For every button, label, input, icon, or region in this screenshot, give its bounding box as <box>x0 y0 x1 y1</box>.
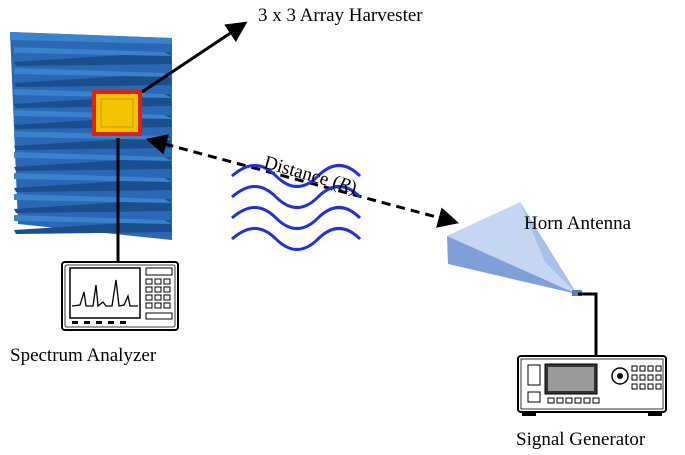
analyzer-keypad-button <box>145 294 153 301</box>
analyzer-keypad-button <box>163 278 171 285</box>
horn-antenna-label: Horn Antenna <box>524 213 632 234</box>
anechoic-absorber-icon <box>10 32 172 240</box>
analyzer-keypad-button <box>154 294 162 301</box>
analyzer-panel-button <box>145 312 173 320</box>
em-wave-icon <box>231 164 362 251</box>
signal-generator-icon <box>517 355 667 416</box>
analyzer-keypad-button <box>163 294 171 301</box>
generator-softkey-button <box>592 397 600 404</box>
absorber-spike-shadow <box>14 136 172 150</box>
harvester-label: 3 x 3 Array Harvester <box>258 5 423 26</box>
analyzer-keypad-button <box>163 286 171 293</box>
generator-softkey-button <box>574 397 582 404</box>
generator-keypad-button <box>639 365 646 372</box>
absorber-spike-highlight <box>14 194 172 203</box>
absorber-top-edge <box>10 32 172 44</box>
absorber-spike-highlight <box>14 152 172 161</box>
generator-keypad-button <box>647 365 654 372</box>
analyzer-keypad-button <box>154 286 162 293</box>
generator-keypad-button <box>631 383 638 390</box>
array-harvester-icon <box>92 90 142 136</box>
generator-keypad-button <box>647 374 654 381</box>
generator-keypad-button <box>647 383 654 390</box>
distance-arrow <box>145 134 460 228</box>
generator-keypad-button <box>655 365 662 372</box>
generator-keypad-button <box>631 365 638 372</box>
generator-softkey-button <box>556 397 564 404</box>
analyzer-keypad-button <box>163 302 171 309</box>
analyzer-keypad-button <box>145 286 153 293</box>
horn-to-generator-cable <box>578 292 598 356</box>
absorber-spike-shadow <box>14 52 172 66</box>
absorber-spike-highlight <box>14 47 172 56</box>
generator-softkey-button <box>565 397 573 404</box>
analyzer-keypad-button <box>145 278 153 285</box>
analyzer-keypad-button <box>154 278 162 285</box>
signal-generator-label: Signal Generator <box>516 429 646 450</box>
harvester-label-arrow <box>141 21 248 94</box>
generator-softkey-button <box>583 397 591 404</box>
generator-keypad-button <box>639 374 646 381</box>
analyzer-keypad-button <box>145 302 153 309</box>
spectrum-analyzer-label: Spectrum Analyzer <box>10 345 157 366</box>
spectrum-analyzer-icon <box>61 261 179 331</box>
analyzer-panel-button <box>145 267 173 276</box>
absorber-spike-highlight <box>14 215 172 224</box>
generator-keypad-button <box>639 383 646 390</box>
generator-keypad-button <box>631 374 638 381</box>
absorber-spike-shadow <box>14 157 172 171</box>
generator-keypad-button <box>655 383 662 390</box>
analyzer-keypad-button <box>154 302 162 309</box>
absorber-spike-highlight <box>14 173 172 182</box>
horn-antenna-icon <box>447 202 582 296</box>
generator-power-button <box>527 391 541 403</box>
absorber-spike-shadow <box>14 73 172 87</box>
absorber-spike-shadow <box>14 220 172 234</box>
absorber-spike-shadow <box>14 199 172 213</box>
generator-keypad-button <box>655 374 662 381</box>
absorber-spike-shadow <box>14 178 172 192</box>
generator-softkey-button <box>547 397 555 404</box>
absorber-spike-highlight <box>14 68 172 77</box>
